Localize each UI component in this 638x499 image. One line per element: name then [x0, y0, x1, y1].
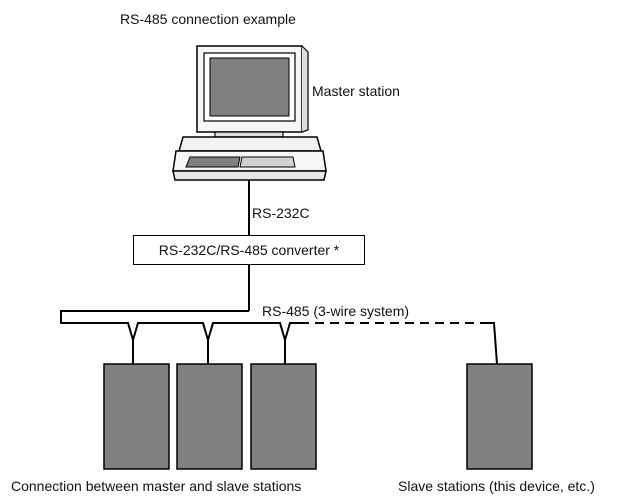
master-station-label: Master station [312, 83, 400, 99]
caption-master-slave-connection: Connection between master and slave stat… [11, 478, 302, 494]
base-unit-front [172, 170, 327, 181]
converter-box: RS-232C/RS-485 converter * [133, 235, 365, 265]
rs485-bus-label: RS-485 (3-wire system) [262, 303, 410, 319]
keyboard-keys [185, 156, 241, 168]
converter-label: RS-232C/RS-485 converter * [158, 242, 340, 258]
slave-device-4 [466, 363, 533, 470]
diagram-title: RS-485 connection example [120, 11, 296, 27]
rs485-bus-end [485, 322, 498, 365]
slave-device-1 [103, 363, 170, 470]
rs232c-label: RS-232C [252, 205, 310, 221]
slave-device-3 [250, 363, 317, 470]
caption-slave-stations: Slave stations (this device, etc.) [398, 478, 595, 494]
monitor-screen [209, 57, 290, 117]
monitor-side [301, 45, 309, 133]
master-computer-icon [172, 45, 327, 181]
slave-device-2 [176, 363, 243, 470]
keyboard-keys-right [239, 156, 296, 168]
base-unit-top [178, 136, 322, 152]
